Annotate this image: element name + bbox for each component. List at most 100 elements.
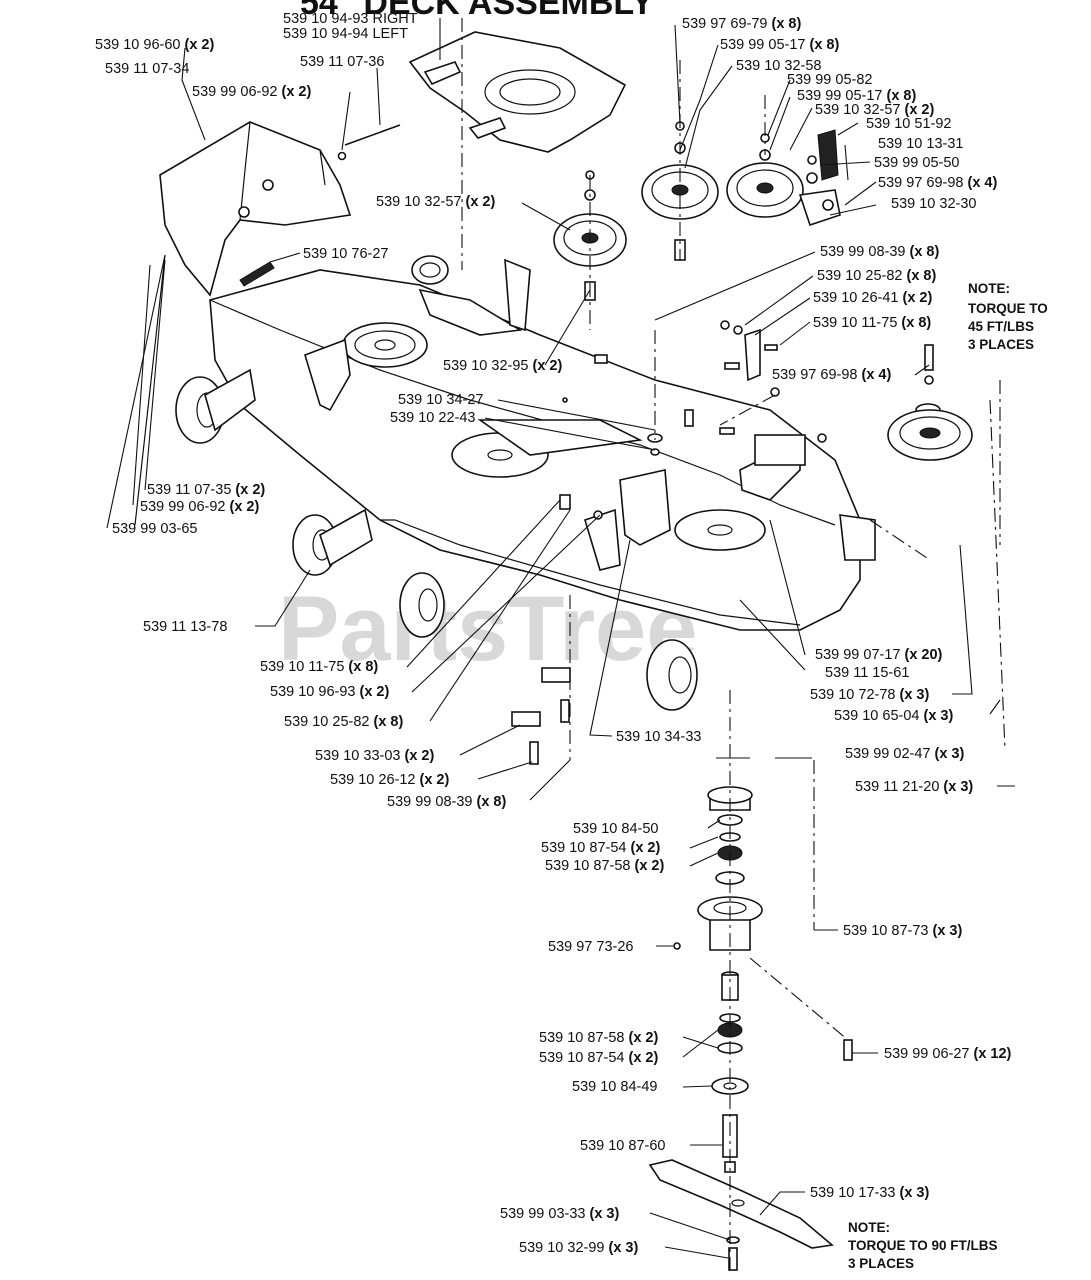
callout-c37: 539 10 65-04 (x 3): [834, 708, 953, 724]
callout-c06: 539 99 06-92 (x 2): [192, 84, 311, 100]
callout-c38: 539 10 25-82 (x 8): [284, 714, 403, 730]
torque-note-45: NOTE: TORQUE TO 45 FT/LBS 3 PLACES: [968, 281, 1048, 352]
callout-c50: 539 10 87-58 (x 2): [539, 1030, 658, 1046]
idler-wheel-left: [411, 255, 449, 285]
gauge-wheel-front-left: [175, 368, 256, 444]
note-line: TORQUE TO 90 FT/LBS: [848, 1238, 998, 1253]
torque-note-90: NOTE: TORQUE TO 90 FT/LBS 3 PLACES: [848, 1220, 998, 1271]
note-line: 3 PLACES: [968, 337, 1034, 352]
callout-c29: 539 99 06-92 (x 2): [140, 499, 259, 515]
gauge-wheel-rear-left: [292, 508, 373, 576]
callout-c36: 539 10 72-78 (x 3): [810, 687, 929, 703]
callout-c57: 539 10 32-99 (x 3): [519, 1240, 638, 1256]
blade-center-hole: [731, 1199, 745, 1207]
callout-c28: 539 11 07-35 (x 2): [147, 482, 265, 498]
callout-c24: 539 10 32-95 (x 2): [443, 358, 562, 374]
callout-c01: 539 10 94-93 RIGHT: [283, 11, 418, 27]
callout-c07: 539 97 69-79 (x 8): [682, 16, 801, 32]
callout-c42: 539 10 26-12 (x 2): [330, 772, 449, 788]
center-lines: [461, 18, 1006, 1275]
mower-blade: [648, 1159, 834, 1249]
belt-cover-right: [408, 31, 627, 153]
callout-c25: 539 97 69-98 (x 4): [772, 367, 891, 383]
callout-c21: 539 10 25-82 (x 8): [817, 268, 936, 284]
gauge-wheel-front-center: [399, 572, 445, 638]
callout-c26: 539 10 34-27: [398, 392, 483, 408]
callout-c47: 539 10 87-58 (x 2): [545, 858, 664, 874]
deck-pulley-left-hub: [374, 339, 396, 351]
gauge-wheel-front-right: [646, 639, 698, 711]
callout-c49: 539 97 73-26: [548, 939, 633, 955]
callout-c32: 539 99 07-17 (x 20): [815, 647, 943, 663]
deck-side-plate: [839, 514, 876, 561]
callout-c30: 539 99 03-65: [112, 521, 197, 537]
belt-cover-dome-inner: [499, 78, 561, 106]
callout-c18: 539 10 32-57 (x 2): [376, 194, 495, 210]
diagram-title: 54" DECK ASSEMBLY: [300, 0, 654, 22]
callout-c15: 539 99 05-50: [874, 155, 959, 171]
callout-c09: 539 10 32-58: [736, 58, 821, 74]
chute-rod-pin: [337, 151, 347, 161]
note-line: NOTE:: [848, 1220, 890, 1235]
chute-edge: [239, 121, 251, 221]
idler-bracket-spring: [798, 129, 841, 227]
callout-c56: 539 99 03-33 (x 3): [500, 1206, 619, 1222]
callout-c43: 539 11 21-20 (x 3): [855, 779, 973, 795]
drawing: [134, 31, 973, 1271]
callout-c11: 539 99 05-17 (x 8): [797, 88, 916, 104]
belt-cover-dome: [484, 69, 576, 115]
callout-c05: 539 11 07-36: [300, 54, 384, 70]
chute-hinge: [238, 206, 250, 218]
callout-c27: 539 10 22-43: [390, 410, 475, 426]
deck-pulley-left-groove: [354, 330, 416, 360]
chute-edge-2: [319, 149, 326, 186]
callout-c20: 539 10 76-27: [303, 246, 388, 262]
callout-c13: 539 10 51-92: [866, 116, 951, 132]
chute-rod-long: [134, 254, 166, 526]
note-line: NOTE:: [968, 281, 1010, 296]
callout-c44: 539 99 08-39 (x 8): [387, 794, 506, 810]
spindle-pulley-right: [887, 409, 973, 461]
callout-c39: 539 10 34-33: [616, 729, 701, 745]
deck-skirt: [380, 519, 801, 626]
grease-fitting: [673, 942, 681, 950]
callout-c12: 539 10 32-57 (x 2): [815, 102, 934, 118]
callout-c53: 539 10 84-49: [572, 1079, 657, 1095]
callout-c14: 539 10 13-31: [878, 136, 963, 152]
callout-c54: 539 10 87-60: [580, 1138, 665, 1154]
callout-c23: 539 10 11-75 (x 8): [813, 315, 931, 331]
callout-c33: 539 11 15-61: [825, 665, 909, 681]
idler-pulley-right: [726, 133, 804, 218]
callout-c03: 539 10 96-60 (x 2): [95, 37, 214, 53]
callout-c52: 539 99 06-27 (x 12): [884, 1046, 1012, 1062]
callout-c10: 539 99 05-82: [787, 72, 872, 88]
callout-c02: 539 10 94-94 LEFT: [283, 26, 408, 42]
idler-arm: [504, 258, 531, 332]
cover-knob-bottom: [468, 117, 507, 139]
callout-c41: 539 10 33-03 (x 2): [315, 748, 434, 764]
note-line: TORQUE TO: [968, 301, 1048, 316]
spindle-mount-right: [674, 509, 766, 551]
callout-c45: 539 10 84-50: [573, 821, 658, 837]
chute-rod: [344, 124, 401, 146]
hardware-center: [477, 354, 663, 765]
deck-hanger-left: [304, 338, 351, 412]
callout-c51: 539 10 87-54 (x 2): [539, 1050, 658, 1066]
callout-c55: 539 10 17-33 (x 3): [810, 1185, 929, 1201]
chute-hinge-2: [262, 179, 274, 191]
callout-c19: 539 99 08-39 (x 8): [820, 244, 939, 260]
callout-c46: 539 10 87-54 (x 2): [541, 840, 660, 856]
callout-c48: 539 10 87-73 (x 3): [843, 923, 962, 939]
leader-lines: [106, 18, 1015, 1259]
callout-c17: 539 10 32-30: [891, 196, 976, 212]
callout-c04: 539 11 07-34: [105, 61, 189, 77]
idler-arm-bracket: [418, 288, 523, 336]
callout-c16: 539 97 69-98 (x 4): [878, 175, 997, 191]
callout-c31: 539 11 13-78: [143, 619, 227, 635]
note-line: 3 PLACES: [848, 1256, 914, 1271]
anti-scalp-bracket: [619, 469, 671, 546]
callout-c22: 539 10 26-41 (x 2): [813, 290, 932, 306]
callout-c40: 539 99 02-47 (x 3): [845, 746, 964, 762]
chute-spring: [239, 261, 275, 287]
